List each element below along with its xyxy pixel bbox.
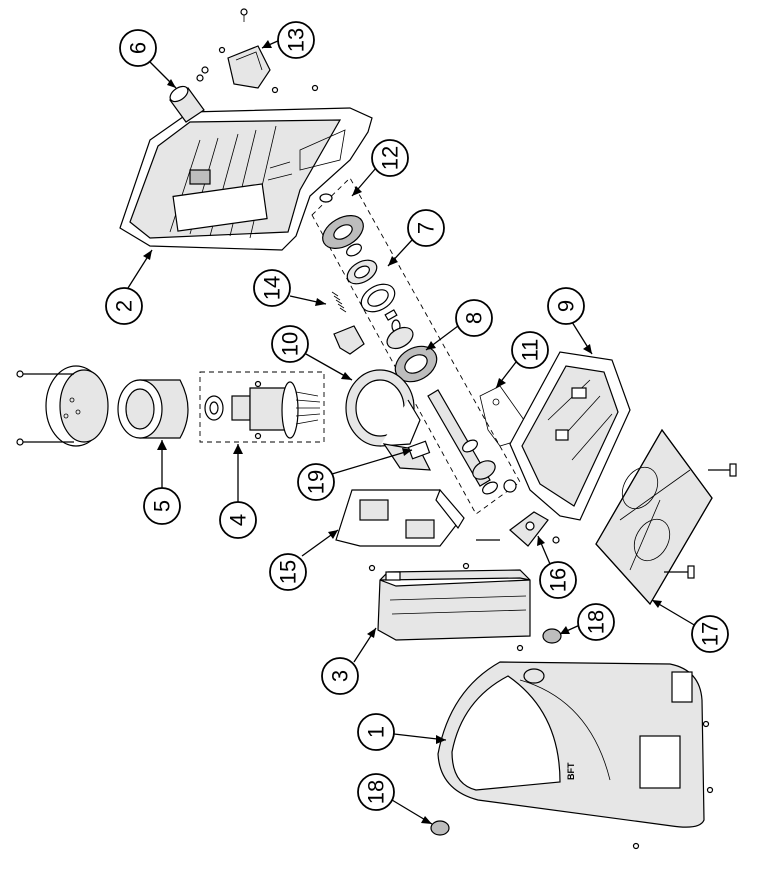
callout-18a: 18 (577, 603, 615, 641)
callout-13: 13 (277, 21, 315, 59)
svg-text:15: 15 (276, 560, 301, 584)
svg-text:4: 4 (226, 514, 251, 526)
callout-3: 3 (321, 657, 359, 695)
svg-text:18: 18 (364, 780, 389, 804)
end-cap (16, 365, 109, 447)
part-13-bracket (218, 8, 319, 94)
svg-text:11: 11 (518, 339, 543, 362)
part-19-sensor (407, 440, 431, 460)
part-12-gear (319, 193, 364, 257)
part-9-gear-housing (503, 351, 631, 521)
callout-14: 14 (253, 269, 291, 307)
part-1-cover: BFT (437, 661, 714, 850)
cover-logo-text: BFT (566, 762, 576, 780)
gear-train-envelope (311, 177, 521, 515)
part-8-main-gear (386, 326, 438, 383)
svg-text:8: 8 (462, 312, 487, 324)
part-16-clamp (476, 511, 560, 547)
callout-6: 6 (119, 29, 157, 67)
part-14-spring (331, 291, 365, 355)
callout-4: 4 (219, 501, 257, 539)
callout-12: 12 (371, 139, 409, 177)
svg-text:1: 1 (364, 726, 389, 738)
svg-text:10: 10 (278, 332, 303, 356)
callout-17: 17 (691, 615, 729, 653)
part-15-bracket (335, 488, 465, 547)
svg-text:13: 13 (284, 28, 309, 52)
callout-16: 16 (539, 561, 577, 599)
part-18-caps (430, 628, 562, 836)
part-17-mount-plate (595, 428, 737, 606)
callout-15: 15 (269, 553, 307, 591)
part-6-capacitor (169, 66, 209, 123)
output-shaft (427, 389, 498, 495)
callout-2: 2 (105, 287, 143, 325)
callout-10: 10 (271, 325, 309, 363)
svg-text:6: 6 (126, 42, 151, 54)
svg-text:12: 12 (378, 146, 403, 170)
part-7-bearing (346, 259, 401, 333)
callout-1: 1 (357, 713, 395, 751)
callout-11: 11 (511, 331, 549, 369)
svg-text:17: 17 (698, 622, 723, 646)
callouts: 1 2 3 4 5 6 7 8 9 10 11 12 13 14 15 16 1… (105, 21, 729, 811)
svg-text:5: 5 (150, 500, 175, 512)
part-3-control-box (368, 562, 531, 652)
callout-9: 9 (547, 287, 585, 325)
callout-7: 7 (407, 209, 445, 247)
svg-text:2: 2 (112, 300, 137, 312)
leader-lines (127, 39, 697, 825)
callout-18b: 18 (357, 773, 395, 811)
callout-5: 5 (143, 487, 181, 525)
svg-text:7: 7 (414, 222, 439, 234)
part-5-stator (117, 379, 189, 439)
part-4-motor (199, 371, 325, 443)
callout-19: 19 (297, 463, 335, 501)
part-2-base-chassis (119, 107, 373, 251)
svg-text:16: 16 (546, 568, 571, 592)
svg-text:18: 18 (584, 610, 609, 634)
svg-text:14: 14 (260, 276, 285, 300)
svg-text:19: 19 (304, 470, 329, 494)
svg-text:3: 3 (328, 670, 353, 682)
callout-8: 8 (455, 299, 493, 337)
part-10-motor-flange (345, 369, 432, 471)
svg-text:9: 9 (554, 300, 579, 312)
